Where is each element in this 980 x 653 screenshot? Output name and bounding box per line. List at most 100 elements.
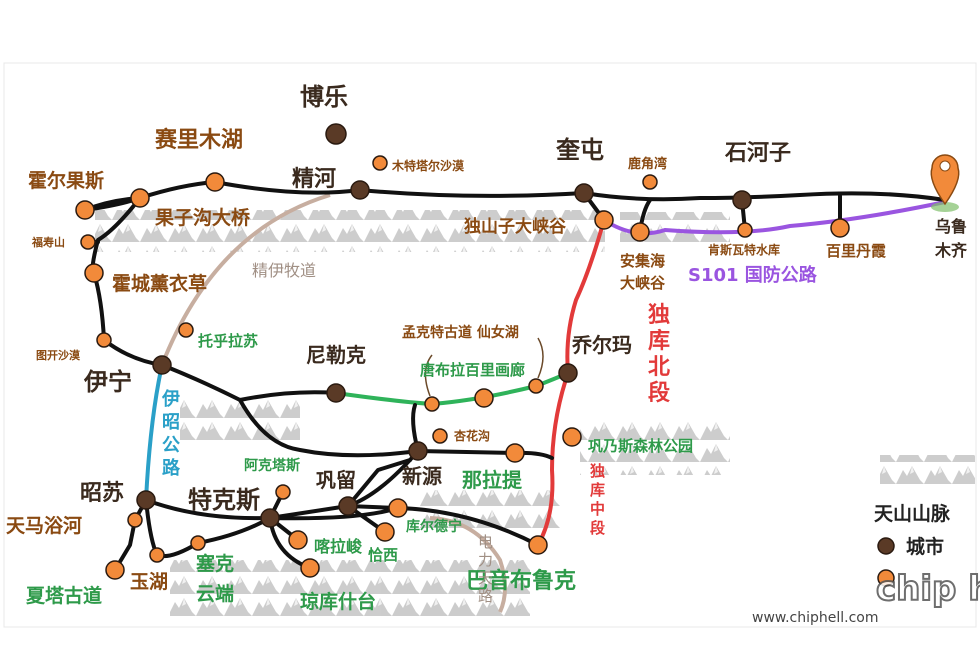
city-dots — [136, 123, 752, 528]
stop-dot-kensiwate — [737, 222, 753, 238]
mountain-band-north — [95, 210, 605, 252]
stop-dot-fushoushan — [80, 234, 96, 250]
legend-tianshan-label: 天山山脉 — [874, 502, 951, 525]
road-label-dukuzhong-1: 独 — [590, 462, 605, 480]
stop-label-anjihai-2: 大峡谷 — [620, 274, 666, 292]
road-label-dianli-4: 路 — [478, 587, 493, 605]
city-label-shihezi: 石河子 — [724, 141, 791, 166]
stop-dot-qiaxi — [375, 522, 395, 542]
stop-label-xinghuagou: 杏花沟 — [453, 428, 490, 443]
stop-dot-tangbula — [424, 396, 440, 412]
arrow-mengke — [424, 354, 433, 397]
mountain-band-mid-east — [580, 420, 730, 475]
stop-label-fushoushan: 福寿山 — [31, 235, 65, 249]
road-label-yizhao-1: 伊 — [161, 388, 180, 410]
stop-label-xiata: 夏塔古道 — [26, 584, 102, 607]
stop-dot-kalajun — [288, 530, 308, 550]
city-label-gongliu: 巩留 — [316, 468, 356, 492]
stop-label-nalati: 那拉提 — [462, 468, 523, 492]
stop-label-gongnaisi: 巩乃斯森林公园 — [588, 437, 693, 455]
stop-label-guozigou: 果子沟大桥 — [154, 206, 251, 229]
city-label-jinghe: 精河 — [292, 166, 336, 192]
stop-dot-bayinbuluke — [528, 535, 548, 555]
stop-label-tianma: 天马浴河 — [6, 515, 82, 537]
city-label-tekesi: 特克斯 — [188, 486, 260, 514]
mountain-band-mid-west — [180, 400, 300, 440]
mountain-band-east — [880, 455, 975, 485]
city-dot-shihezi — [732, 190, 752, 210]
stop-dot-akesasi — [275, 484, 291, 500]
stop-label-mengke-xiannv: 孟克特古道 仙女湖 — [402, 324, 519, 341]
city-label-qiaoerma: 乔尔玛 — [571, 333, 632, 357]
stop-label-bailidanxia: 百里丹霞 — [826, 242, 887, 260]
mountain-ridges — [95, 210, 975, 620]
stop-dot-anjihai — [630, 222, 650, 242]
road-label-yizhao-3: 公 — [162, 435, 180, 456]
road-label-yizhao-4: 路 — [162, 457, 181, 479]
legend-stop-dot — [877, 569, 895, 587]
city-dot-yining — [152, 355, 172, 375]
stop-dot-tianma — [127, 512, 143, 528]
stop-dot-tuohulasu — [178, 322, 194, 338]
stop-dot-saike — [190, 535, 206, 551]
stop-label-qiongkushitai: 琼库什台 — [300, 590, 376, 613]
road-label-dukubei-2: 库 — [648, 329, 670, 354]
city-dot-kuitun — [574, 183, 594, 203]
stop-label-qiaxi: 恰西 — [368, 546, 398, 564]
stop-label-huoerguosi: 霍尔果斯 — [28, 169, 104, 192]
stop-label-tukaishamo: 图开沙漠 — [36, 348, 81, 362]
road-label-s101: S101 国防公路 — [688, 264, 818, 286]
stop-dot-kuerdening — [388, 498, 408, 518]
city-dot-tekesi — [260, 508, 280, 528]
stop-dot-huocheng — [84, 263, 104, 283]
stop-label-anjihai-1: 安集海 — [620, 252, 665, 270]
stop-dot-dushanzi — [594, 210, 614, 230]
stop-dot-tukaishamo — [96, 332, 112, 348]
arrow-xiannv — [537, 337, 544, 379]
stop-label-kensiwate: 肯斯瓦特水库 — [708, 242, 780, 257]
stop-dot-lujiaowan — [642, 174, 658, 190]
city-label-xinyuan: 新源 — [402, 464, 442, 488]
stop-dot-xiannvhu — [528, 378, 544, 394]
road-label-dukubei-1: 独 — [648, 303, 670, 328]
city-label-nileke: 尼勒克 — [306, 343, 366, 367]
stop-label-muteta: 木特塔尔沙漠 — [391, 158, 465, 173]
legend-city-label: 城市 — [906, 535, 944, 558]
city-dot-jinghe — [350, 180, 370, 200]
road-label-yizhao-2: 昭 — [162, 412, 180, 433]
road-label-jingyi: 精伊牧道 — [252, 261, 316, 280]
stop-dot-sailimu — [205, 172, 225, 192]
city-label-urumqi-1: 乌鲁 — [935, 217, 967, 236]
stop-label-lujiaowan: 鹿角湾 — [628, 156, 667, 172]
stop-label-tuohulasu: 托乎拉苏 — [198, 332, 258, 350]
stop-label-yuhu: 玉湖 — [130, 571, 168, 593]
city-dot-nileke — [326, 383, 346, 403]
road-label-dukuzhong-4: 段 — [590, 519, 605, 537]
map-paper — [3, 62, 977, 628]
city-label-bayinbuluke: 巴音布鲁克 — [466, 568, 576, 594]
city-label-bole: 博乐 — [300, 83, 348, 111]
watermark: chip hell www.chiphell.com — [752, 568, 980, 626]
city-dot-qiaoerma — [558, 363, 578, 383]
stop-label-huocheng: 霍城薰衣草 — [112, 272, 207, 295]
stop-dots — [75, 155, 850, 580]
stop-label-sailimu: 赛里木湖 — [154, 127, 243, 153]
stop-dot-bailidanxia — [830, 218, 850, 238]
yizhao-road — [144, 364, 164, 501]
city-label-yining: 伊宁 — [83, 368, 132, 396]
stop-dot-muteta — [372, 155, 388, 171]
pin-icon — [930, 154, 960, 212]
city-dot-gongliu — [338, 496, 358, 516]
stop-dot-gongnaisi — [562, 427, 582, 447]
stop-dot-yuhu — [149, 547, 165, 563]
legend-city-dot — [877, 537, 895, 555]
road-label-dukubei-3: 北 — [648, 355, 670, 380]
road-label-dianli-3: 天 — [478, 569, 493, 587]
city-dot-bole — [325, 123, 347, 145]
stop-label-saike-2: 云端 — [196, 582, 234, 605]
stop-label-akesasi: 阿克塔斯 — [244, 457, 300, 474]
watermark-site: www.chiphell.com — [752, 610, 878, 626]
city-dot-xinyuan — [408, 441, 428, 461]
